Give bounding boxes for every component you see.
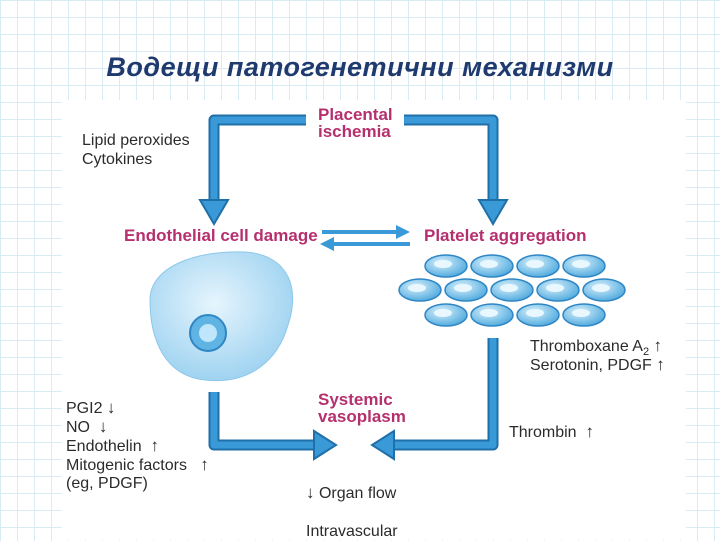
increase-arrow: ↑ bbox=[653, 336, 663, 355]
node-label-line: Placental bbox=[318, 105, 393, 124]
platelet-highlight bbox=[408, 284, 426, 292]
platelet-highlight bbox=[526, 309, 544, 317]
arrow-ischemia-to-platelet bbox=[404, 114, 509, 226]
platelet-highlight bbox=[434, 260, 452, 268]
node-label-line: vasoplasm bbox=[318, 407, 406, 426]
note-mediators: PGI2 ↓ NO ↓ Endothelin ↑ Mitogenic facto… bbox=[66, 398, 209, 493]
platelet-highlight bbox=[480, 260, 498, 268]
equilibrium-arrows bbox=[320, 225, 410, 251]
increase-arrow: ↑ bbox=[200, 455, 209, 474]
platelet-highlight bbox=[572, 309, 590, 317]
subscript: 2 bbox=[642, 346, 650, 359]
node-placental-ischemia: Placental ischemia bbox=[318, 106, 393, 140]
decrease-arrow: ↓ bbox=[106, 398, 116, 417]
note-line: (eg, PDGF) bbox=[66, 475, 148, 492]
page-title: Водещи патогенетични механизми bbox=[106, 52, 614, 82]
note-organ-flow: ↓ Organ flow bbox=[306, 483, 397, 502]
note-line: NO ↓ bbox=[66, 417, 108, 436]
endothelial-cell-icon bbox=[149, 251, 294, 382]
note-lipid-cytokines: Lipid peroxides Cytokines bbox=[82, 131, 190, 169]
note-line: PGI2 ↓ bbox=[66, 398, 116, 417]
increase-arrow: ↑ bbox=[585, 422, 594, 441]
note-line: Thromboxane A2 ↑ bbox=[530, 336, 663, 359]
note-thromboxane-serotonin: Thromboxane A2 ↑ Serotonin, PDGF ↑ bbox=[530, 336, 665, 374]
platelet-highlight bbox=[546, 284, 564, 292]
platelet-highlight bbox=[592, 284, 610, 292]
platelet-highlight bbox=[500, 284, 518, 292]
platelet-highlight bbox=[480, 309, 498, 317]
node-label-line: Systemic bbox=[318, 390, 393, 409]
note-line: Serotonin, PDGF ↑ bbox=[530, 355, 665, 374]
arrow-ischemia-to-endothelial bbox=[198, 114, 306, 226]
platelet-highlight bbox=[454, 284, 472, 292]
increase-arrow: ↑ bbox=[150, 436, 160, 455]
node-systemic-vasoplasm: Systemic vasoplasm bbox=[318, 391, 406, 425]
node-endothelial-damage: Endothelial cell damage bbox=[124, 226, 318, 245]
increase-arrow: ↑ bbox=[656, 355, 665, 374]
platelet-highlight bbox=[526, 260, 544, 268]
arrow-endothelial-to-systemic bbox=[208, 392, 338, 461]
note-line: Lipid peroxides bbox=[82, 132, 190, 149]
note-line: Mitogenic factors ↑ bbox=[66, 455, 209, 474]
node-platelet-aggregation: Platelet aggregation bbox=[424, 226, 587, 245]
node-label-line: ischemia bbox=[318, 122, 391, 141]
note-line: Endothelin ↑ bbox=[66, 436, 160, 455]
platelet-highlight bbox=[434, 309, 452, 317]
decrease-arrow: ↓ bbox=[306, 483, 315, 502]
note-thrombin: Thrombin ↑ bbox=[509, 422, 594, 441]
note-intravascular: Intravascular bbox=[306, 523, 398, 540]
arrow-platelet-to-systemic bbox=[370, 338, 499, 461]
platelet-highlight bbox=[572, 260, 590, 268]
note-line: Cytokines bbox=[82, 151, 153, 168]
decrease-arrow: ↓ bbox=[98, 417, 108, 436]
platelet-cluster-icon bbox=[398, 254, 626, 327]
